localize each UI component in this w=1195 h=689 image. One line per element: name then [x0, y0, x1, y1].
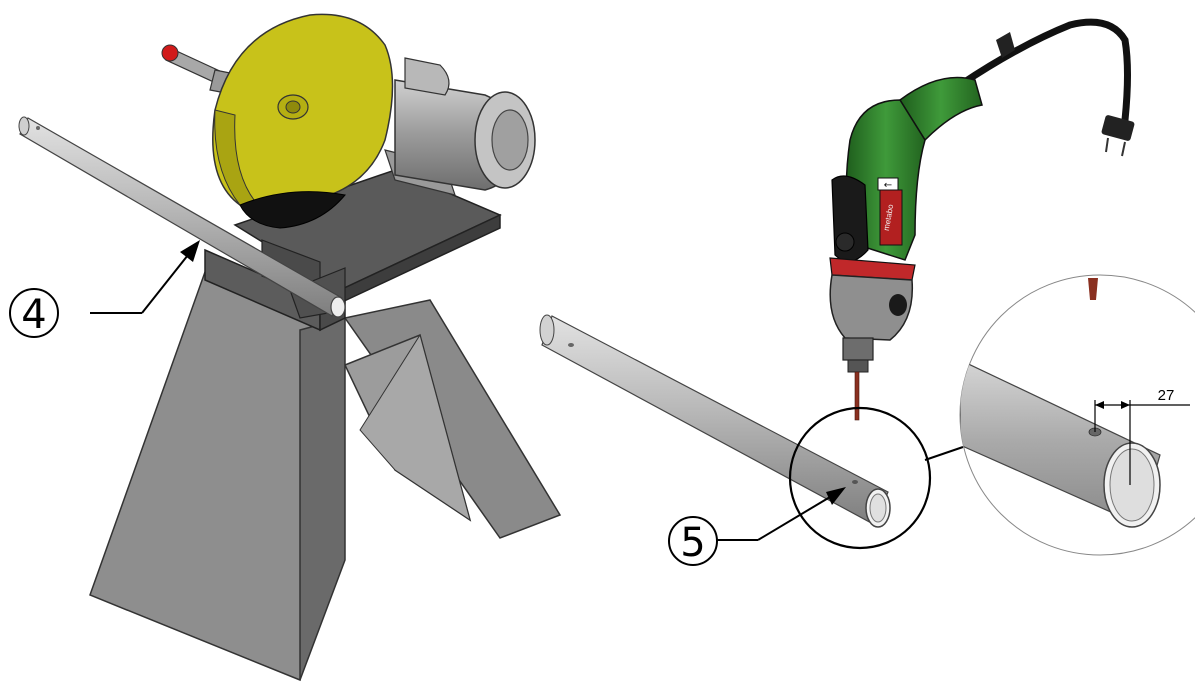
saw-blade-guard [212, 13, 394, 206]
drill-bit [854, 371, 860, 421]
callout-5-label: 5 [680, 520, 705, 566]
cutoff-saw-assembly: 4 [9, 13, 562, 682]
drilling-assembly: metabo ← [539, 18, 1195, 566]
callout-4: 4 [9, 240, 200, 338]
detail-leader-line [924, 446, 964, 461]
svg-text:←: ← [884, 180, 892, 191]
detail-view: 27 [959, 274, 1195, 556]
tube-being-drilled [539, 314, 891, 528]
saw-stand [89, 248, 562, 682]
saw-blade [239, 191, 346, 229]
callout-5: 5 [668, 487, 846, 566]
dimension-value-27: 27 [1158, 387, 1175, 404]
tube-on-saw [18, 116, 346, 318]
callout-4-label: 4 [21, 292, 46, 338]
electric-drill: metabo ← [829, 76, 983, 421]
drill-power-cord [956, 18, 1135, 157]
detail-source-circle [788, 406, 932, 550]
saw-motor [384, 57, 536, 196]
